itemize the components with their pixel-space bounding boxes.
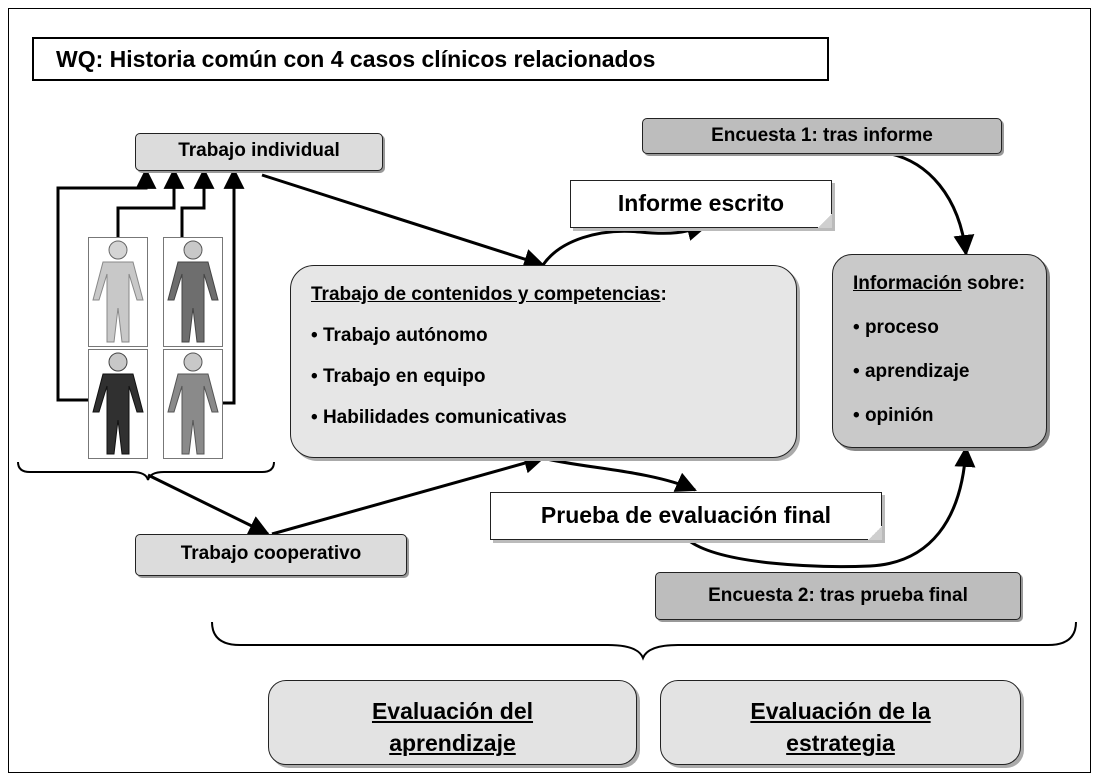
arrow-encuesta1-info	[879, 150, 975, 257]
informacion-box: Información sobre: proceso aprendizaje o…	[832, 254, 1047, 448]
person-icon	[167, 352, 219, 455]
connector-figure-dark	[180, 167, 215, 237]
contenidos-heading-colon: :	[660, 284, 667, 305]
informacion-heading-rest: sobre:	[961, 273, 1026, 294]
contenidos-heading-row: Trabajo de contenidos y competencias:	[311, 284, 796, 306]
evaluacion-aprendizaje-box: Evaluación del aprendizaje	[268, 680, 637, 765]
outer-frame	[8, 8, 1091, 773]
arrow-contenidos-prueba	[542, 456, 697, 492]
list-item: opinión	[853, 405, 1046, 427]
evaluacion-estrategia-line1: Evaluación de la	[750, 698, 931, 724]
encuesta-2-label: Encuesta 2: tras prueba final	[655, 572, 1021, 620]
arrow-contenidos-informe	[541, 220, 709, 266]
list-item: aprendizaje	[853, 361, 1046, 383]
arrow-individual-contenidos	[261, 173, 545, 270]
list-item: proceso	[853, 317, 1046, 339]
arrow-cooperativo-contenidos	[271, 452, 546, 536]
trabajo-individual-label: Trabajo individual	[135, 133, 383, 171]
page-fold-icon	[818, 214, 832, 228]
person-icon	[167, 240, 219, 343]
connector-figure-light	[116, 167, 185, 237]
informe-escrito-text: Informe escrito	[617, 190, 785, 216]
list-item: Trabajo autónomo	[311, 325, 796, 347]
figure-card-dark	[163, 237, 223, 347]
informacion-list: proceso aprendizaje opinión	[853, 317, 1046, 427]
contenidos-heading: Trabajo de contenidos y competencias	[311, 284, 661, 305]
arrow-figures-cooperativo	[147, 473, 270, 536]
connector-figure-black	[56, 167, 157, 402]
informe-escrito-note: Informe escrito	[570, 180, 832, 228]
person-icon	[92, 240, 144, 343]
trabajo-cooperativo-label: Trabajo cooperativo	[135, 534, 407, 576]
arrow-prueba-info	[687, 445, 976, 569]
evaluacion-aprendizaje-line1: Evaluación del	[371, 698, 534, 724]
evaluacion-aprendizaje-line2: aprendizaje	[389, 730, 516, 756]
prueba-final-note: Prueba de evaluación final	[490, 492, 882, 540]
informacion-heading: Información	[853, 273, 962, 294]
diagram-title: WQ: Historia común con 4 casos clínicos …	[32, 37, 829, 81]
bottom-brace	[211, 621, 1077, 661]
list-item: Habilidades comunicativas	[311, 407, 796, 429]
page-fold-icon	[868, 526, 882, 540]
encuesta-1-label: Encuesta 1: tras informe	[642, 118, 1002, 154]
prueba-final-text: Prueba de evaluación final	[540, 502, 832, 528]
person-icon	[92, 352, 144, 455]
figure-card-light	[88, 237, 148, 347]
figure-card-black	[88, 349, 148, 459]
figure-card-mid	[163, 349, 223, 459]
contenidos-list: Trabajo autónomo Trabajo en equipo Habil…	[311, 325, 796, 429]
evaluacion-estrategia-box: Evaluación de la estrategia	[660, 680, 1021, 765]
figures-brace	[17, 461, 275, 481]
evaluacion-estrategia-line2: estrategia	[786, 730, 895, 756]
contenidos-box: Trabajo de contenidos y competencias: Tr…	[290, 265, 797, 458]
informacion-heading-row: Información sobre:	[853, 273, 1046, 295]
list-item: Trabajo en equipo	[311, 366, 796, 388]
